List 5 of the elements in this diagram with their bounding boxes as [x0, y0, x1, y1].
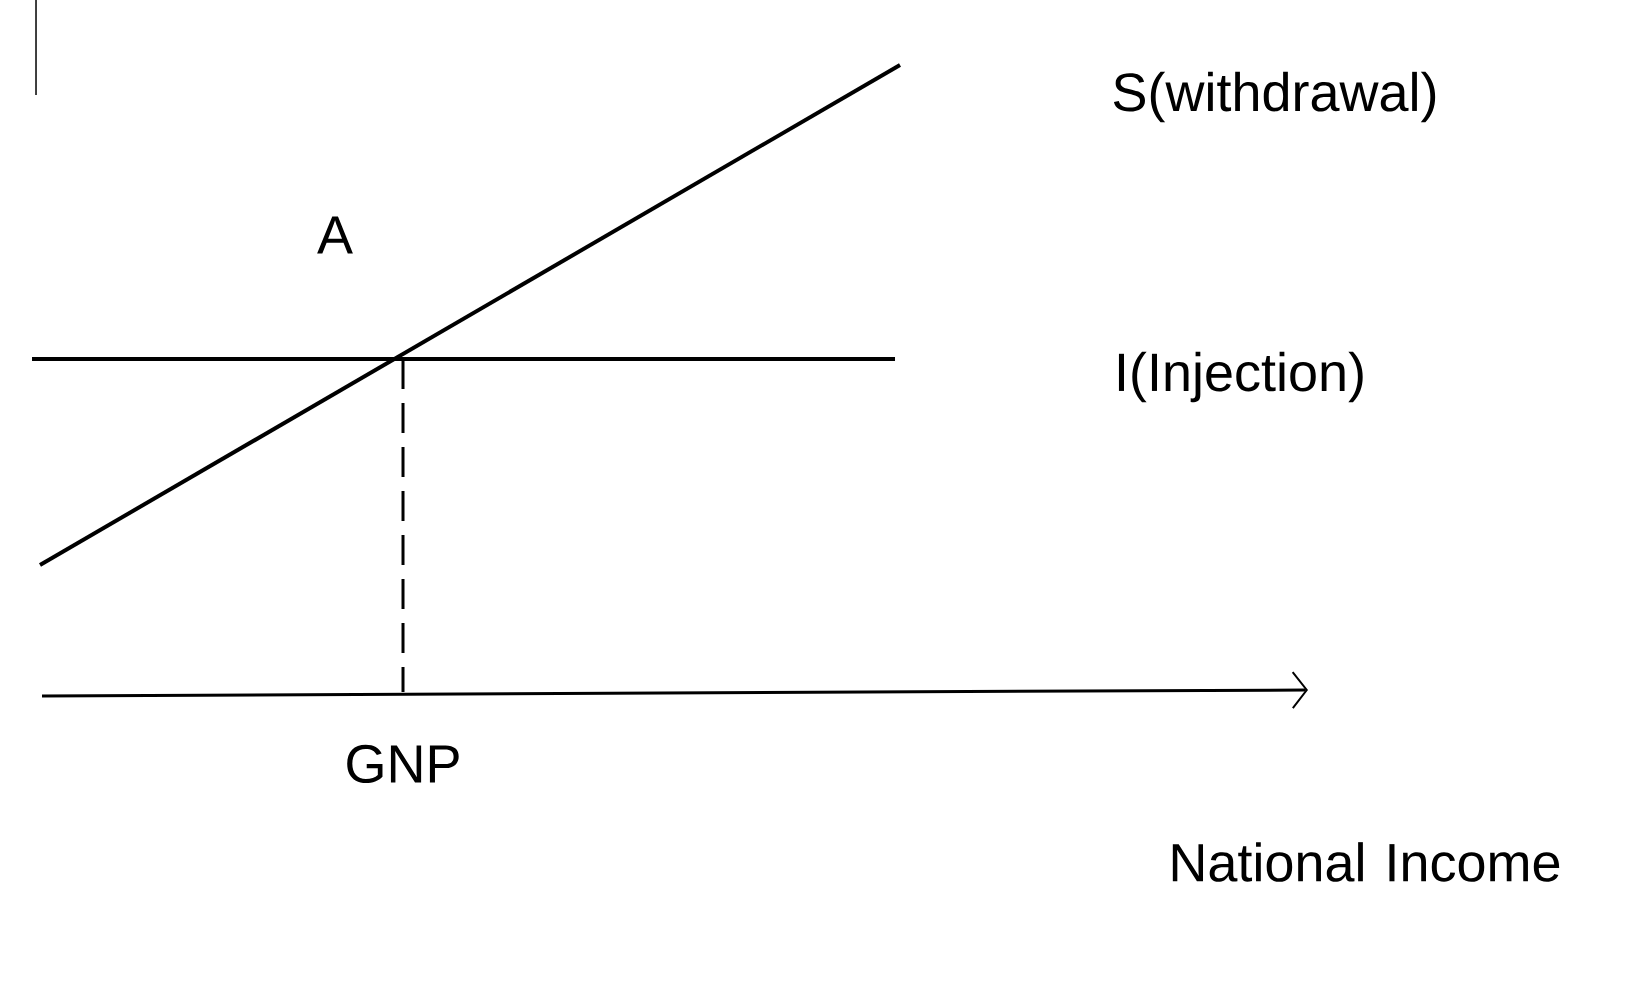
point-label: A	[317, 216, 353, 254]
axis-label: National Income	[1172, 842, 1560, 882]
axis-tick-label: GNP	[347, 744, 459, 784]
curve-label: S(withdrawal)	[1113, 71, 1436, 123]
curve-label: I(Injection)	[1118, 351, 1363, 403]
